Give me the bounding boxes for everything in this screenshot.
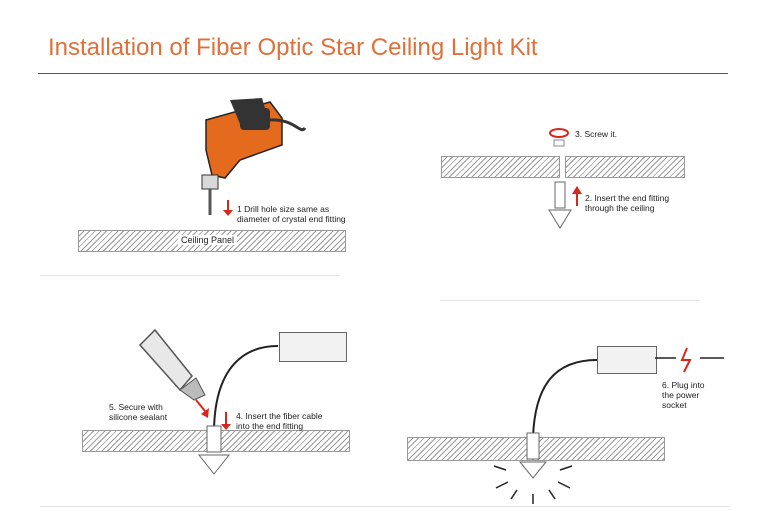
step5-instruction: 5. Secure with silicone sealant: [109, 402, 167, 422]
step1-instruction: 1 Drill hole size same as diameter of cr…: [237, 204, 346, 224]
step6-line3: socket: [662, 400, 687, 410]
lightning-icon: [680, 347, 692, 373]
light-source-box-icon: [279, 332, 347, 362]
light-rays-icon: [493, 465, 573, 504]
arrow-up-icon: [572, 186, 582, 206]
title-divider: [38, 73, 728, 74]
step6-instruction: 6. Plug into the power socket: [662, 380, 705, 410]
step3-instruction: 3. Screw it.: [575, 129, 618, 139]
light-source-box-icon: [597, 346, 657, 374]
step2-instruction: 2. Insert the end fitting through the ce…: [585, 193, 669, 213]
step6-line2: the power: [662, 390, 700, 400]
page-title: Installation of Fiber Optic Star Ceiling…: [48, 34, 538, 61]
crystal-end-fitting-icon: [518, 432, 548, 479]
crystal-end-fitting-icon: [548, 181, 572, 229]
ceiling-panel-step3-right: [565, 156, 685, 178]
step5-line1: 5. Secure with: [109, 402, 163, 412]
ceiling-panel-label: Ceiling Panel: [178, 235, 238, 245]
arrow-down-icon: [223, 200, 233, 216]
step5-line2: silicone sealant: [109, 412, 168, 422]
screw-rotate-icon: [549, 128, 569, 147]
separator-bottom: [40, 506, 730, 507]
step2-line2: through the ceiling: [585, 203, 655, 213]
separator-top-left: [40, 275, 340, 276]
step4-instruction: 4. Insert the fiber cable into the end f…: [236, 411, 322, 431]
step1-line1: 1 Drill hole size same as: [237, 204, 330, 214]
step4-line1: 4. Insert the fiber cable: [236, 411, 323, 421]
arrow-down-icon: [221, 412, 231, 430]
separator-top-right: [440, 300, 700, 301]
step2-line1: 2. Insert the end fitting: [585, 193, 670, 203]
step6-line1: 6. Plug into: [662, 380, 705, 390]
ceiling-panel-step3-left: [441, 156, 560, 178]
step4-line2: into the end fitting: [236, 421, 304, 431]
arrow-down-icon: [195, 399, 209, 418]
sealant-tube-icon: [138, 328, 206, 401]
crystal-end-fitting-icon: [197, 425, 231, 475]
drill-icon: [201, 98, 307, 215]
step1-line2: diameter of crystal end fitting: [237, 214, 346, 224]
